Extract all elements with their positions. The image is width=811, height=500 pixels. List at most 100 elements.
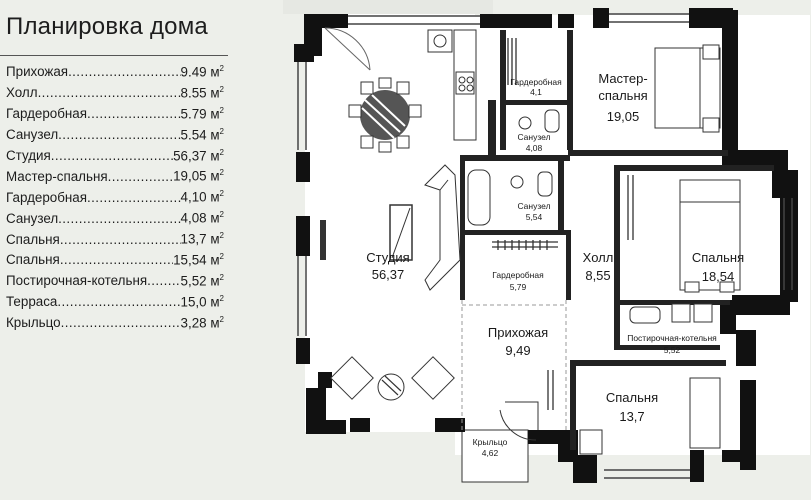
area-unit: м (210, 85, 220, 101)
laundry-area: 5,52 (664, 345, 681, 355)
unit-exponent: 2 (219, 126, 224, 136)
entry-name: Прихожая (488, 325, 548, 340)
area-unit: м (210, 106, 220, 122)
bath2-area: 5,54 (526, 212, 543, 222)
bedroom2-area: 13,7 (619, 409, 644, 424)
room-name: Санузел (6, 127, 59, 143)
bath2-name: Санузел (517, 201, 550, 211)
area-number: 8.55 (180, 85, 207, 101)
room-name: Крыльцо (6, 315, 61, 331)
bedroom-bed (679, 179, 741, 293)
room-area-value: 13,7 м2 (181, 231, 224, 246)
windows (297, 13, 793, 479)
studio-door-swing (324, 27, 371, 71)
area-number: 5.54 (180, 127, 207, 143)
room-area-value: 56,37 м2 (173, 148, 224, 163)
entry-area: 9,49 (505, 343, 530, 358)
bedroom2-furniture (579, 377, 721, 455)
laundry-name: Постирочная-котельня (627, 333, 717, 343)
unit-exponent: 2 (219, 252, 224, 262)
studio-name: Студия (366, 250, 409, 265)
unit-exponent: 2 (219, 293, 224, 303)
room-name: Постирочная-котельня (6, 273, 148, 289)
wardrobe1-name: Гардеробная (510, 77, 562, 87)
room-name: Спальня (6, 252, 60, 268)
unit-exponent: 2 (219, 147, 224, 157)
room-area-value: 15,54 м2 (173, 252, 224, 267)
room-name: Гардеробная (6, 106, 88, 122)
area-unit: м (210, 294, 220, 310)
area-number: 4,08 (180, 210, 207, 226)
area-unit: м (210, 148, 220, 164)
room-name: Холл (6, 85, 38, 101)
hall-name: Холл (583, 250, 614, 265)
unit-exponent: 2 (219, 272, 224, 282)
room-area-row: Постирочная-котельня 5,52 м2 (6, 273, 224, 294)
area-unit: м (210, 252, 220, 268)
area-number: 19,05 (173, 168, 207, 184)
room-area-value: 3,28 м2 (181, 315, 224, 330)
room-name: Прихожая (6, 64, 69, 80)
area-unit: м (210, 210, 220, 226)
room-area-row: Санузел 4,08 м2 (6, 210, 224, 231)
room-area-row: Крыльцо 3,28 м2 (6, 315, 224, 336)
studio-area: 56,37 (372, 267, 405, 282)
wardrobe2-area: 5,79 (510, 282, 527, 292)
studio-door-leaf (324, 27, 371, 71)
title-divider (0, 55, 228, 56)
room-area-value: 15,0 м2 (181, 294, 224, 309)
room-area-row: Холл 8.55 м2 (6, 85, 224, 106)
bath1-name: Санузел (517, 132, 550, 142)
wardrobe1-area: 4,1 (530, 87, 542, 97)
porch-steps (499, 401, 539, 441)
room-labels: Студия 56,37 Гардеробная 4,1 Мастер- спа… (366, 71, 744, 458)
room-area-row: Студия 56,37 м2 (6, 148, 224, 169)
room-name: Студия (6, 148, 51, 164)
porch-name: Крыльцо (473, 437, 508, 447)
room-area-row: Гардеробная 5.79 м2 (6, 106, 224, 127)
terrace-table-lines (381, 375, 402, 396)
area-number: 15,54 (173, 252, 207, 268)
room-name: Санузел (6, 210, 59, 226)
dining-table (348, 77, 422, 153)
area-unit: м (210, 315, 220, 331)
area-number: 4,10 (180, 189, 207, 205)
room-area-value: 9.49 м2 (181, 64, 224, 79)
bath-fixtures (467, 109, 560, 226)
area-number: 15,0 (180, 294, 207, 310)
unit-exponent: 2 (219, 189, 224, 199)
bedroom1-name: Спальня (692, 250, 744, 265)
room-name: Мастер-спальня (6, 168, 108, 184)
room-area-row: Терраса15,0 м2 (6, 294, 224, 315)
area-unit: м (210, 64, 220, 80)
terrace-top (283, 0, 493, 14)
room-area-row: Спальня 15,54 м2 (6, 252, 224, 273)
kitchen-counter (427, 29, 477, 141)
porch-area (461, 429, 529, 483)
unit-exponent: 2 (219, 105, 224, 115)
page-title: Планировка дома (6, 13, 208, 40)
area-unit: м (210, 127, 220, 143)
terrace-chairs (330, 356, 455, 401)
unit-exponent: 2 (219, 64, 224, 73)
bedroom2-name: Спальня (606, 390, 658, 405)
dashed-lines (461, 300, 567, 430)
hall-area: 8,55 (585, 268, 610, 283)
room-area-row: Санузел 5.54 м2 (6, 127, 224, 148)
area-number: 9.49 (180, 64, 207, 80)
unit-exponent: 2 (219, 168, 224, 178)
room-name: Спальня (6, 231, 60, 247)
area-number: 3,28 (180, 315, 207, 331)
room-area-value: 5,52 м2 (181, 273, 224, 288)
room-area-row: Прихожая 9.49 м2 (6, 64, 224, 85)
sofa (424, 164, 461, 291)
wardrobe-racks (492, 38, 634, 410)
unit-exponent: 2 (219, 84, 224, 94)
room-area-value: 4,10 м2 (181, 189, 224, 204)
unit-exponent: 2 (219, 210, 224, 220)
area-unit: м (210, 231, 220, 247)
room-area-value: 5.79 м2 (181, 106, 224, 121)
